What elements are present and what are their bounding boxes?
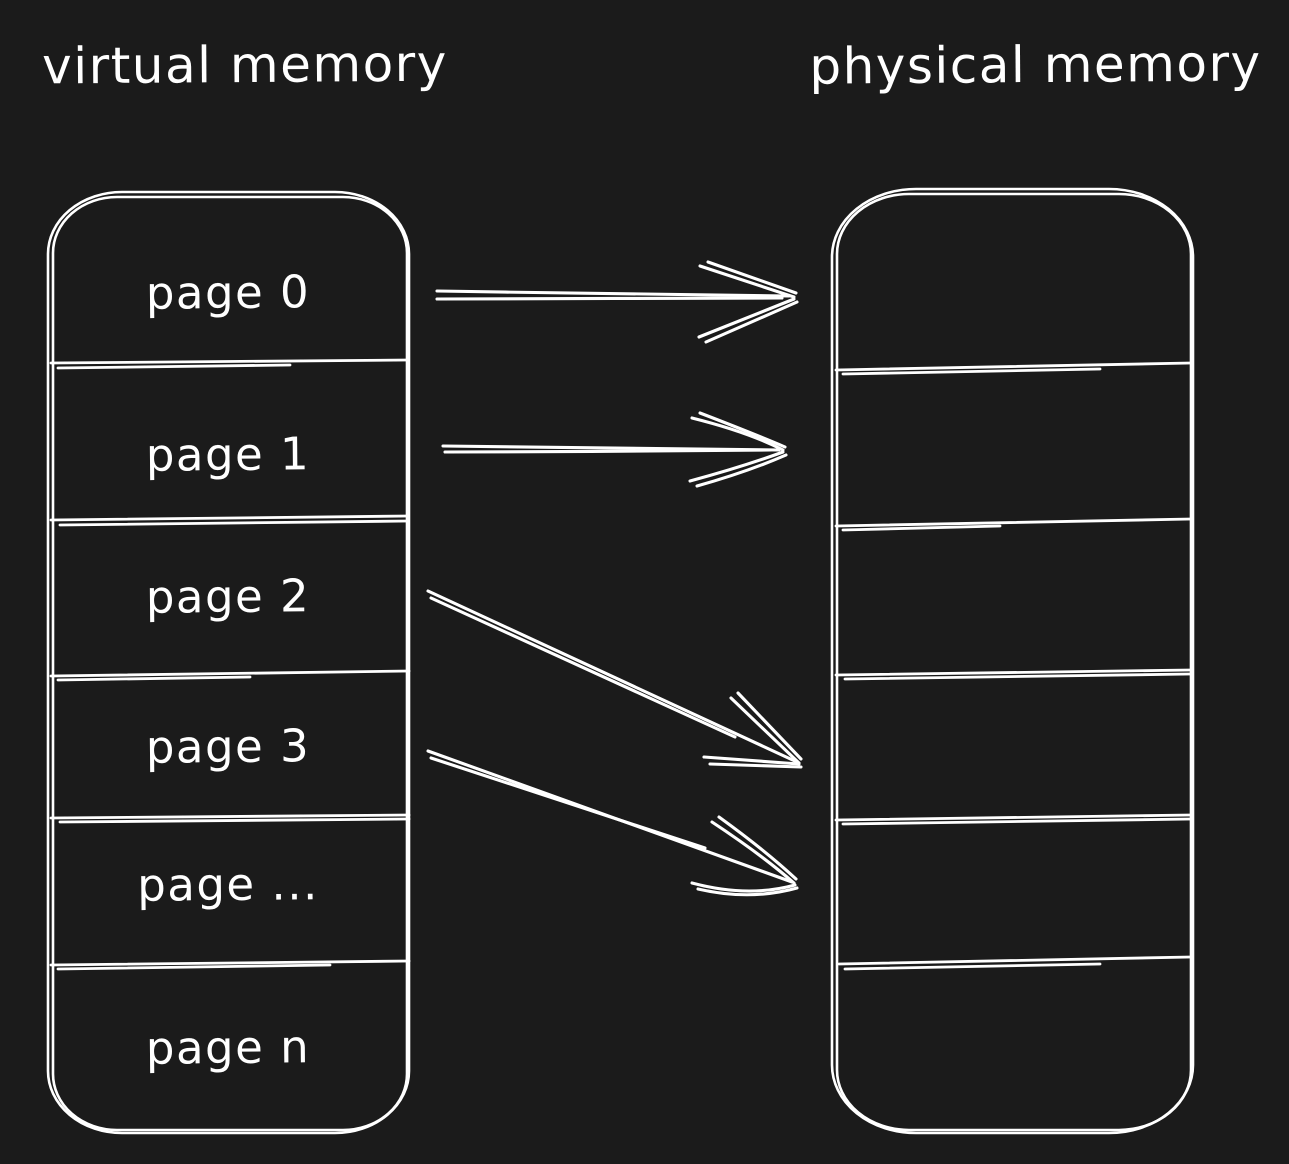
arrow-page2-to-frame4 <box>426 589 803 769</box>
virtual-memory-box <box>46 190 411 1135</box>
virtual-page-label-4: page ... <box>136 857 320 912</box>
physical-box-divider <box>834 361 1193 971</box>
virtual-page-label-2: page 2 <box>145 569 311 624</box>
arrow-page3-to-frame5 <box>426 749 799 897</box>
virtual-page-label-1: page 1 <box>145 427 311 482</box>
virtual-page-label-5: page n <box>145 1020 311 1075</box>
arrow-page0-to-frame1 <box>435 260 799 344</box>
physical-memory-title: physical memory <box>809 34 1262 96</box>
virtual-page-label-0: page 0 <box>145 265 311 320</box>
virtual-page-label-3: page 3 <box>145 719 311 774</box>
arrow-page1-to-frame2 <box>441 411 788 488</box>
virtual-memory-title: virtual memory <box>41 34 449 96</box>
virtual-box-divider <box>49 358 411 971</box>
physical-memory-box <box>830 187 1195 1135</box>
